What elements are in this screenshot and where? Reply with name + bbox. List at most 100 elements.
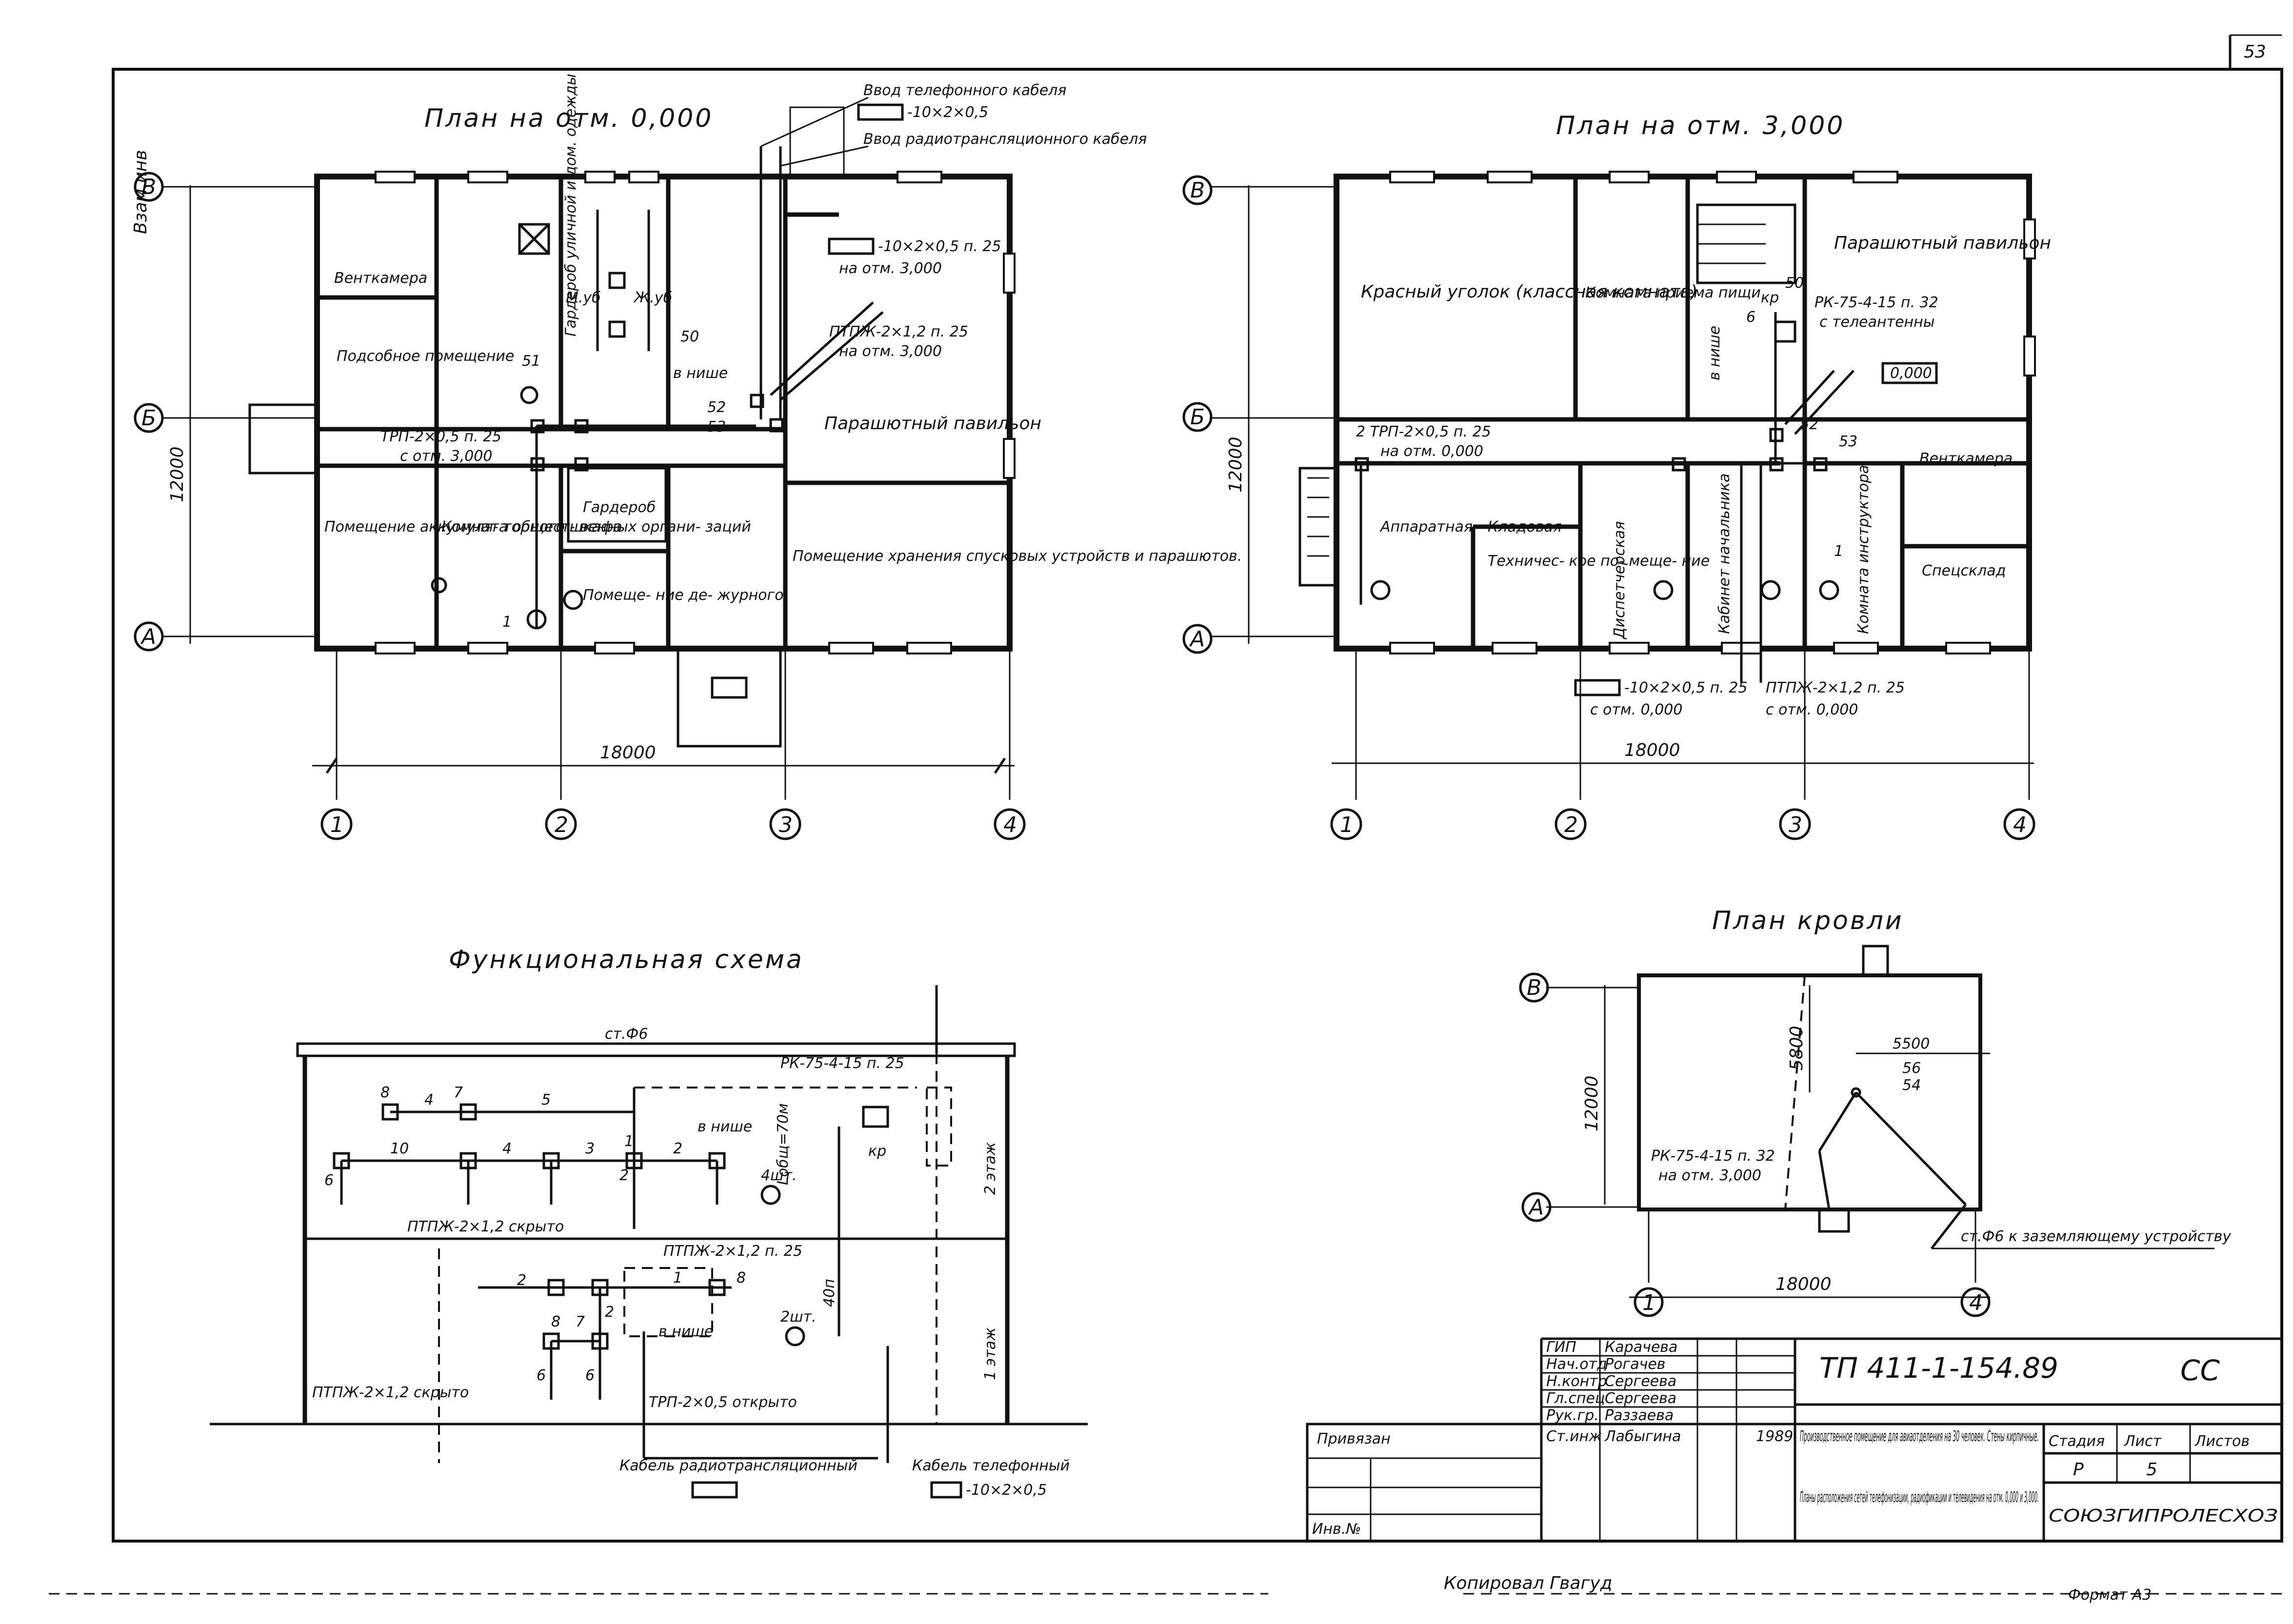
roof-ground-note: ст.Ф6 к заземляющему устройству <box>1961 1228 2232 1245</box>
scheme-num-2b: 2 <box>619 1167 629 1184</box>
plan2-axis-col-2: 2 <box>1564 812 1578 837</box>
tb-stage: Р <box>2073 1460 2084 1480</box>
plan2-note-rk-antenna: с телеантенны <box>1819 314 1934 331</box>
tb-role-2: Нач.отд <box>1546 1356 1607 1373</box>
roof-axis-row-1: В <box>1527 975 1541 1000</box>
scheme-num-1a: 1 <box>624 1133 634 1150</box>
plan2-room-pantry: Кладовая <box>1488 518 1562 535</box>
scheme-label-phone-cable: Кабель телефонный <box>912 1457 1070 1474</box>
plan1-title: План на отм. 0,000 <box>424 104 713 133</box>
roof-mark: 56 <box>1902 1060 1921 1077</box>
scheme-num-8b: 8 <box>737 1269 746 1287</box>
plan2-room-technical: Техничес- кое по- меще- ние <box>1488 553 1710 570</box>
scheme-label-4pcs: 4шт. <box>761 1167 797 1184</box>
roof-cable-level: на отм. 3,000 <box>1658 1167 1761 1184</box>
roof-dim-width: 18000 <box>1775 1274 1832 1294</box>
plan2-room-ventchamber: Венткамера <box>1919 450 2013 467</box>
plan2-axis-row-2: Б <box>1190 405 1205 430</box>
plan2-note-phone: -10×2×0,5 п. 25 <box>1624 679 1747 696</box>
plan1-mark-50: 50 <box>680 328 699 345</box>
scheme-num-5: 5 <box>541 1091 551 1109</box>
scheme-num-1b: 1 <box>673 1269 682 1287</box>
scheme-num-2d: 2 <box>605 1304 614 1321</box>
scheme-num-2c: 2 <box>517 1272 526 1289</box>
roof-dim-height: 12000 <box>1582 1075 1602 1131</box>
plan1-note-ptpzh-level: на отм. 3,000 <box>839 343 942 360</box>
plan1-note-radio-level: на отм. 3,000 <box>839 260 942 277</box>
scheme-num-7: 7 <box>454 1084 463 1101</box>
scheme-label-radio-cable: Кабель радиотрансляционный <box>619 1457 857 1474</box>
roof-plan: План кровли 5800 5500 56 54 РК-75-4-15 п… <box>1519 906 2232 1317</box>
tb-role-1: ГИП <box>1546 1339 1576 1356</box>
plan1-note-trp: ТРП-2×0,5 п. 25 <box>380 428 501 445</box>
plan2-note-trp-level: на отм. 0,000 <box>1380 443 1483 460</box>
roof-title: План кровли <box>1712 906 1904 935</box>
plan1-room-wardrobe: Гардероб <box>583 499 656 516</box>
scheme-label-niche-bottom: в нише <box>658 1323 713 1340</box>
sheet-frame: 53 Взам.инв Копировал Гвагуд Формат А3 <box>49 34 2283 1604</box>
plan1-dim-height: 12000 <box>167 446 187 502</box>
plan2-note-rk: РК-75-4-15 п. 32 <box>1814 294 1938 311</box>
tb-project: Производственное помещение для авиаотдел… <box>1800 1428 2039 1445</box>
plan2-room-chief: Кабинет начальника <box>1716 474 1733 634</box>
roof-axis-row-2: А <box>1528 1195 1544 1220</box>
roof-dim-5500: 5500 <box>1893 1035 1930 1052</box>
plan1-note-radio-input: Ввод радиотрансляционного кабеля <box>863 131 1147 148</box>
plan2-axis-row-3: А <box>1189 627 1205 652</box>
scheme-num-4a: 4 <box>424 1091 434 1109</box>
plan1-room-ventchamber: Венткамера <box>334 270 427 287</box>
tb-mark: СС <box>2180 1354 2220 1387</box>
roof-axis-col-1: 1 <box>1642 1290 1656 1315</box>
plan2-room-dispatch: Диспетчерская <box>1611 521 1628 640</box>
tb-role-3: Н.контр <box>1546 1373 1607 1390</box>
plan1-mark-1: 1 <box>502 614 512 631</box>
scheme-label-stf6: ст.Ф6 <box>605 1026 648 1043</box>
scheme-label-floor1: 1 этаж <box>982 1327 999 1380</box>
scheme-num-6c: 6 <box>585 1367 595 1384</box>
plan2-room-apparatus: Аппаратная <box>1379 518 1473 535</box>
plan2-note-phone-level: с отм. 0,000 <box>1590 701 1682 718</box>
plan1-note-phone-input: Ввод телефонного кабеля <box>863 82 1066 99</box>
plan1-room-wc-f: Ж.уб <box>633 289 672 306</box>
plan1-mark-52: 52 <box>707 399 726 416</box>
tb-sheet-label: Лист <box>2124 1433 2162 1450</box>
tb-role-4: Гл.спец <box>1546 1390 1605 1407</box>
plan1-note-niche: в нише <box>673 365 728 382</box>
scheme-label-ptpzh-left: ПТПЖ-2×1,2 скрыто <box>312 1384 469 1401</box>
tb-code: ТП 411-1-154.89 <box>1819 1351 2058 1385</box>
plan2-title: План на отм. 3,000 <box>1556 111 1845 140</box>
roof-cable-note: РК-75-4-15 п. 32 <box>1651 1148 1775 1165</box>
plan1-room-battery: Помещение аккумуля- торного шкафа <box>324 518 622 535</box>
plan2-note-ptpzh-level: с отм. 0,000 <box>1766 701 1858 718</box>
functional-scheme: Функциональная схема <box>210 945 1088 1499</box>
scheme-num-6a: 6 <box>324 1172 334 1189</box>
plan2-room-instructor: Комната инструктора <box>1855 465 1872 634</box>
scheme-label-floor2: 2 этаж <box>982 1142 999 1195</box>
plan1-axis-col-3: 3 <box>779 812 793 837</box>
tb-inv: Инв.№ <box>1312 1521 1361 1538</box>
plan2-axis-row-1: В <box>1190 178 1205 203</box>
plan1-axis-row-3: А <box>140 624 156 649</box>
plan-ground-floor: План на отм. 0,000 <box>134 74 1242 840</box>
plan1-axis-row-1: В <box>141 175 156 199</box>
plan2-mark-53: 53 <box>1839 433 1857 450</box>
scheme-title: Функциональная схема <box>449 945 804 974</box>
tb-name-3: Сергеева <box>1605 1373 1676 1390</box>
scheme-label-ptpzh-hidden: ПТПЖ-2×1,2 скрыто <box>407 1218 564 1235</box>
tb-name-2: Рогачев <box>1605 1356 1665 1373</box>
plan2-dim-width: 18000 <box>1624 740 1680 760</box>
tb-stage-label: Стадия <box>2049 1433 2105 1450</box>
plan1-room-public: Комната общест- венных органи- заций <box>441 518 751 535</box>
scheme-num-2a: 2 <box>673 1140 682 1157</box>
plan1-room-parachute: Парашютный павильон <box>824 414 1041 434</box>
tb-name-1: Карачева <box>1605 1339 1677 1356</box>
plan2-note-trp: 2 ТРП-2×0,5 п. 25 <box>1356 423 1491 440</box>
scheme-label-ptpzh: ПТПЖ-2×1,2 п. 25 <box>663 1243 802 1260</box>
format-label: Формат А3 <box>2068 1586 2152 1604</box>
plan2-mark-6: 6 <box>1746 309 1755 326</box>
plan2-axis-col-4: 4 <box>2013 812 2027 837</box>
plan2-dim-height: 12000 <box>1226 436 1246 493</box>
plan1-room-parachute-storage: Помещение хранения спусковых устройств и… <box>793 548 1242 565</box>
roof-axis-col-4: 4 <box>1969 1290 1983 1315</box>
